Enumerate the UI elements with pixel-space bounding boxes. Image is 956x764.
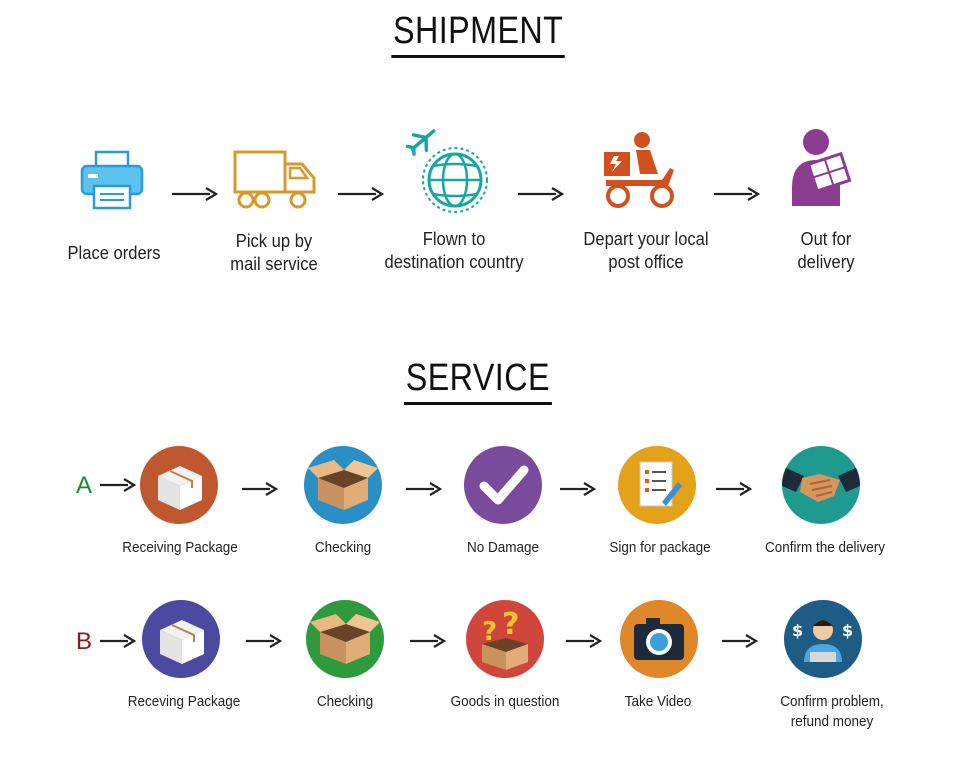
scooter-courier-icon (604, 132, 674, 208)
svg-text:?: ? (482, 617, 497, 647)
row-b-letter: B (76, 628, 93, 655)
arrow-icon (172, 187, 218, 201)
handshake-icon (782, 446, 860, 524)
service-step-label: Take Video (624, 693, 692, 710)
shipment-step-label: Pick up by mail service (230, 231, 318, 274)
shipment-step-label: Out for delivery (797, 229, 855, 272)
person-package-icon (792, 129, 852, 206)
service-step-label: Checking (316, 693, 374, 710)
service-step-label: Sign for package (609, 539, 711, 556)
service-step-label: Confirm the delivery (764, 539, 886, 556)
svg-text:$: $ (792, 621, 803, 640)
truck-icon (233, 150, 316, 209)
shipment-step-label: Depart your local post office (583, 229, 709, 272)
shipment-step-label: Place orders (67, 243, 161, 263)
shipment-title-text: SHIPMENT (391, 10, 565, 58)
checkmark-icon (464, 446, 542, 524)
document-pen-icon (618, 446, 696, 524)
question-box-icon: ? ? (466, 600, 544, 678)
shipment-step-label: Flown to destination country (384, 229, 524, 272)
arrow-icon (100, 478, 136, 492)
service-step-label: Checking (314, 539, 372, 556)
service-step-label: Receiving Package (122, 539, 238, 556)
arrow-icon (406, 482, 442, 496)
package-icon (142, 600, 220, 678)
globe-plane-icon (405, 129, 488, 213)
arrow-icon (714, 187, 760, 201)
printer-icon (80, 150, 144, 210)
shipment-title: SHIPMENT (0, 10, 956, 58)
arrow-icon (100, 634, 136, 648)
arrow-icon (566, 634, 602, 648)
service-step-label: No Damage (466, 539, 540, 556)
arrow-icon (560, 482, 596, 496)
service-title: SERVICE (0, 357, 956, 405)
camera-icon (620, 600, 698, 678)
service-title-text: SERVICE (404, 357, 552, 405)
arrow-icon (410, 634, 446, 648)
package-icon (140, 446, 218, 524)
svg-text:?: ? (502, 607, 519, 642)
service-step-label: Goods in question (450, 693, 560, 710)
open-box-icon (306, 600, 384, 678)
row-a-letter: A (76, 472, 93, 499)
refund-person-icon: $ $ (784, 600, 862, 678)
arrow-icon (246, 634, 282, 648)
arrow-icon (716, 482, 752, 496)
arrow-icon (242, 482, 278, 496)
svg-text:$: $ (842, 621, 853, 640)
arrow-icon (338, 187, 384, 201)
service-step-label: Receving Package (127, 693, 241, 710)
open-box-icon (304, 446, 382, 524)
arrow-icon (518, 187, 564, 201)
arrow-icon (722, 634, 758, 648)
service-step-label: Confirm problem, refund money (780, 693, 884, 730)
